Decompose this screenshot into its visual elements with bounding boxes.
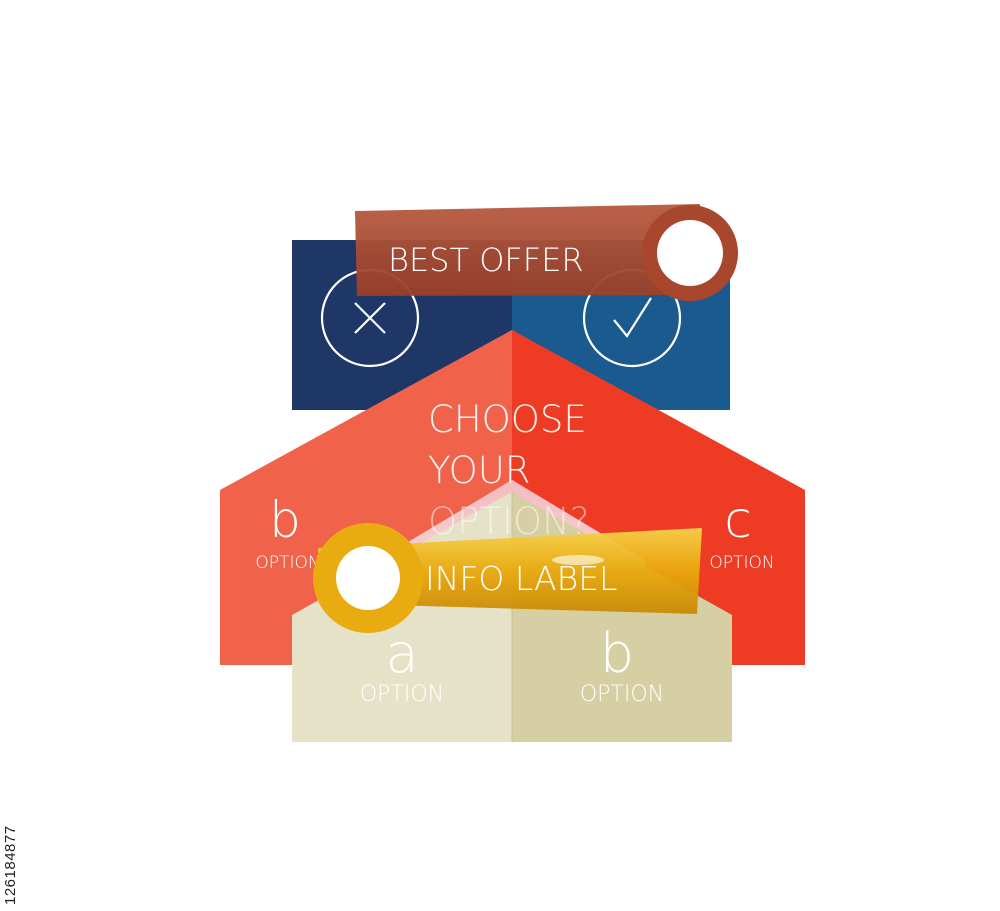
option-bottom-left-letter: a	[385, 622, 418, 685]
center-question: CHOOSE YOUR OPTION?	[428, 398, 589, 543]
info-label-circle-icon	[336, 546, 400, 610]
option-bottom-right-letter: b	[600, 622, 634, 685]
center-line-1: CHOOSE	[428, 398, 587, 441]
best-offer-text: BEST OFFER	[388, 241, 584, 279]
option-bottom-right-caption: OPTION	[580, 682, 664, 707]
red-arrow-right	[512, 330, 805, 665]
stock-id: 126184877	[2, 825, 19, 905]
option-right-caption: OPTION	[709, 553, 774, 573]
info-label-text: INFO LABEL	[425, 559, 617, 598]
info-label: INFO LABEL	[313, 523, 702, 633]
best-offer-circle-icon	[657, 220, 723, 286]
option-left-caption: OPTION	[255, 553, 320, 573]
coral-arrow-left	[220, 330, 512, 665]
option-right-letter: c	[724, 491, 752, 549]
option-left-letter: b	[269, 491, 301, 549]
center-line-2: YOUR	[428, 449, 531, 492]
best-offer-label: BEST OFFER	[355, 204, 738, 301]
option-bottom-left-caption: OPTION	[360, 682, 444, 707]
